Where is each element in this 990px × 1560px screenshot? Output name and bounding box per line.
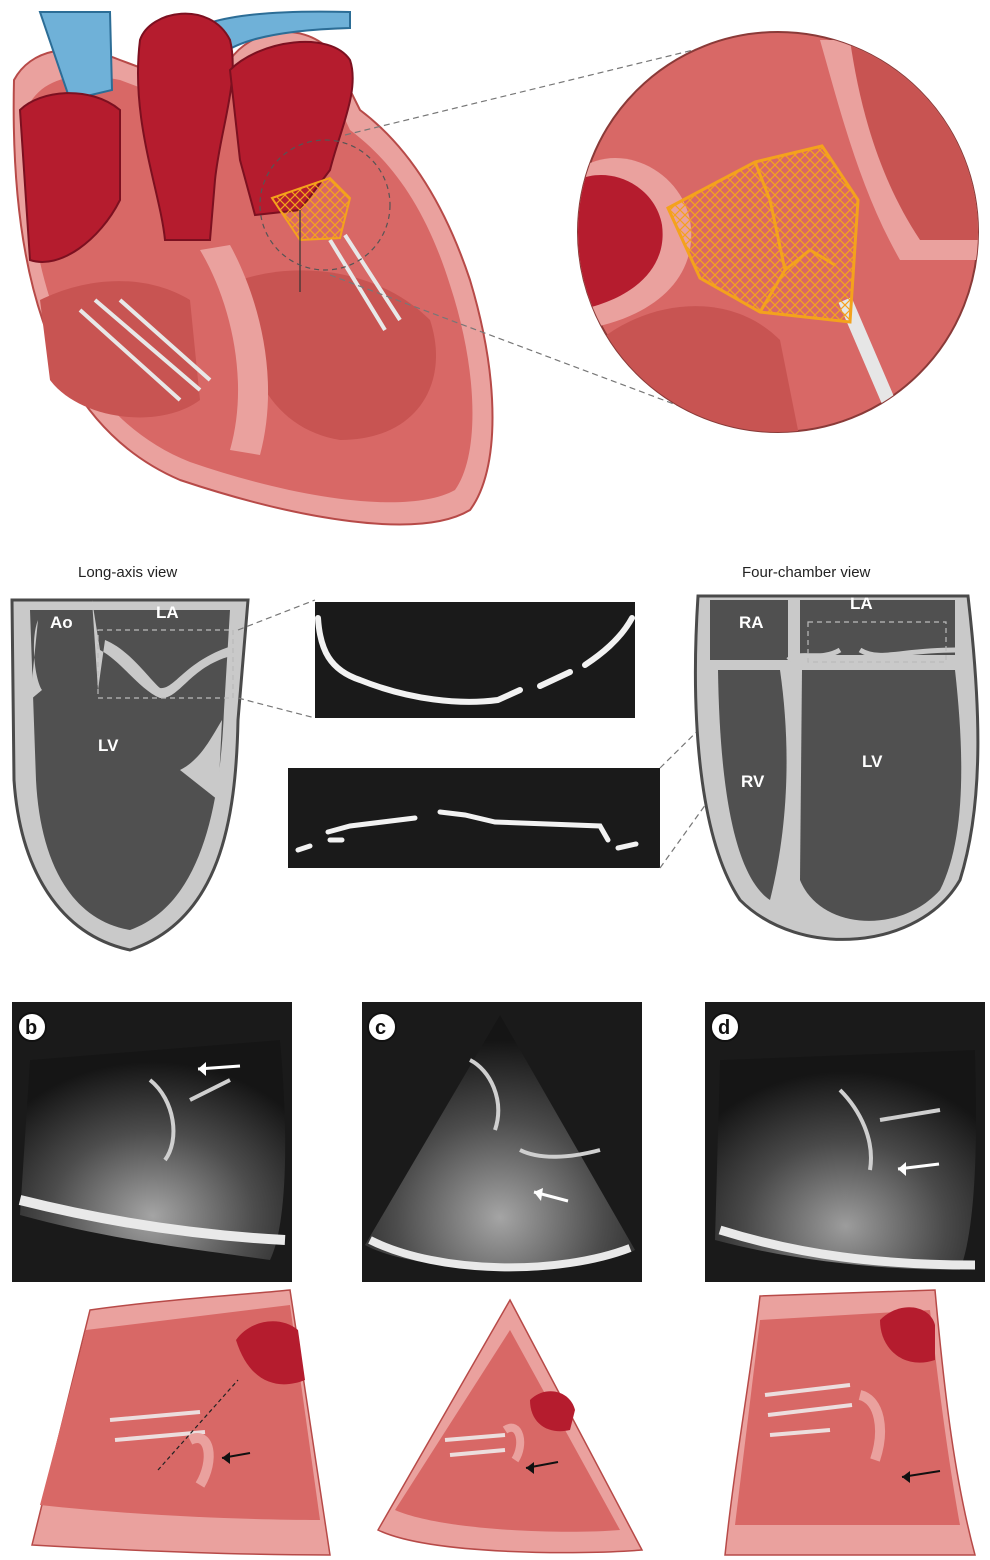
label-la-four-chamber: LA (850, 594, 873, 613)
echo-panel-c: c (362, 1002, 642, 1282)
echo-panel-d: d (705, 1002, 985, 1282)
echo-strip-four-chamber (288, 768, 660, 868)
long-axis-view-title: Long-axis view (78, 564, 177, 581)
label-la-long-axis: LA (156, 603, 179, 622)
four-chamber-schematic: RA LA RV LV (695, 594, 977, 939)
four-chamber-view-title: Four-chamber view (742, 564, 871, 581)
magnifier-circle-icon (578, 32, 990, 440)
echo-strip-long-axis (315, 602, 635, 718)
label-rv: RV (741, 772, 765, 791)
schematic-b (32, 1290, 330, 1555)
label-ra: RA (739, 613, 764, 632)
panel-letter-c: c (375, 1017, 386, 1039)
echo-panel-b: b (12, 1002, 292, 1282)
heart-cross-section-icon (14, 12, 493, 525)
panel-letter-d: d (718, 1017, 730, 1039)
label-ao: Ao (50, 613, 73, 632)
label-lv-long-axis: LV (98, 736, 119, 755)
long-axis-schematic: Ao LA LV (12, 600, 248, 950)
schematic-d (725, 1290, 975, 1555)
label-lv-four-chamber: LV (862, 752, 883, 771)
schematic-c (378, 1300, 642, 1553)
panel-letter-b: b (25, 1017, 37, 1039)
